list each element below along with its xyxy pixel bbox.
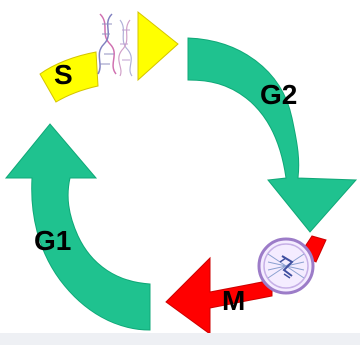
mitotic-cell-illustration: [257, 237, 315, 295]
s-arrow: [39, 10, 179, 103]
g1-arrow: [4, 123, 151, 331]
s-phase-label: S: [54, 59, 73, 90]
bottom-border-strip: [0, 333, 360, 345]
g2-arrow: [187, 37, 358, 233]
g2-phase-label: G2: [260, 79, 297, 110]
dna-replication-illustration: [97, 13, 133, 77]
m-phase-label: M: [222, 285, 245, 316]
g1-phase-label: G1: [34, 225, 71, 256]
